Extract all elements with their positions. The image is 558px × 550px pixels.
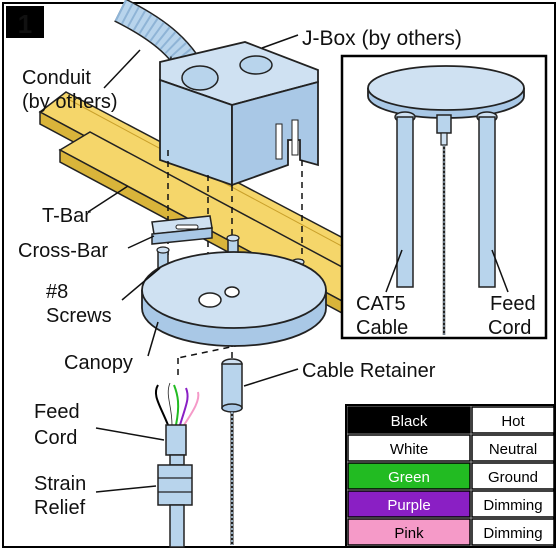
inset-feed-label-line1: Feed xyxy=(490,293,536,315)
tbar-label: T-Bar xyxy=(42,205,91,227)
wire-function-name: Neutral xyxy=(489,441,537,458)
wire-color-name: Black xyxy=(391,413,428,430)
feed-cord-label-line2: Cord xyxy=(34,427,77,449)
cross-bar xyxy=(151,215,213,245)
wire-color-name: Purple xyxy=(387,497,430,514)
screws-label-line1: #8 xyxy=(46,281,68,303)
wire-function-name: Ground xyxy=(488,469,538,486)
canopy-label: Canopy xyxy=(64,352,133,374)
wire-function-name: Hot xyxy=(501,413,525,430)
wire-swatch-white xyxy=(347,434,471,462)
cable-retainer xyxy=(221,358,243,545)
inset-panel xyxy=(340,54,548,340)
canopy xyxy=(141,251,327,347)
crossbar-label: Cross-Bar xyxy=(18,240,108,262)
inset-cat5-label-line2: Cable xyxy=(356,317,408,339)
feed-cord-label-line1: Feed xyxy=(34,401,80,423)
wire-color-name: Green xyxy=(388,469,430,486)
jbox-label: J-Box (by others) xyxy=(302,27,462,50)
wire-color-name: White xyxy=(390,441,428,458)
strain-relief-label-line2: Relief xyxy=(34,497,86,519)
inset-feed-label-line2: Cord xyxy=(488,317,531,339)
inset-cat5-label-line1: CAT5 xyxy=(356,293,406,315)
leader-lines xyxy=(87,34,299,493)
wire-function-cell xyxy=(471,518,555,546)
wire-function-cell xyxy=(471,490,555,518)
cable-retainer-label: Cable Retainer xyxy=(302,360,436,382)
step-badge xyxy=(6,6,44,38)
wire-swatch-black xyxy=(347,406,471,434)
strain-relief-label-line1: Strain xyxy=(34,473,86,495)
wire-swatch-green xyxy=(347,462,471,490)
wire-swatch-pink xyxy=(347,518,471,546)
wire-function-name: Dimming xyxy=(483,525,542,542)
wire-function-cell xyxy=(471,434,555,462)
wire-function-name: Dimming xyxy=(483,497,542,514)
wire-swatch-purple xyxy=(347,490,471,518)
screws-label-line2: Screws xyxy=(46,305,112,327)
wire-function-cell xyxy=(471,406,555,434)
feed-cord-assembly xyxy=(154,382,200,548)
step-number: 1 xyxy=(18,9,32,39)
conduit-label-line2: (by others) xyxy=(22,91,118,113)
wire-function-cell xyxy=(471,462,555,490)
j-box xyxy=(159,41,319,187)
conduit-label-line1: Conduit xyxy=(22,67,91,89)
wire-color-name: Pink xyxy=(394,525,424,542)
